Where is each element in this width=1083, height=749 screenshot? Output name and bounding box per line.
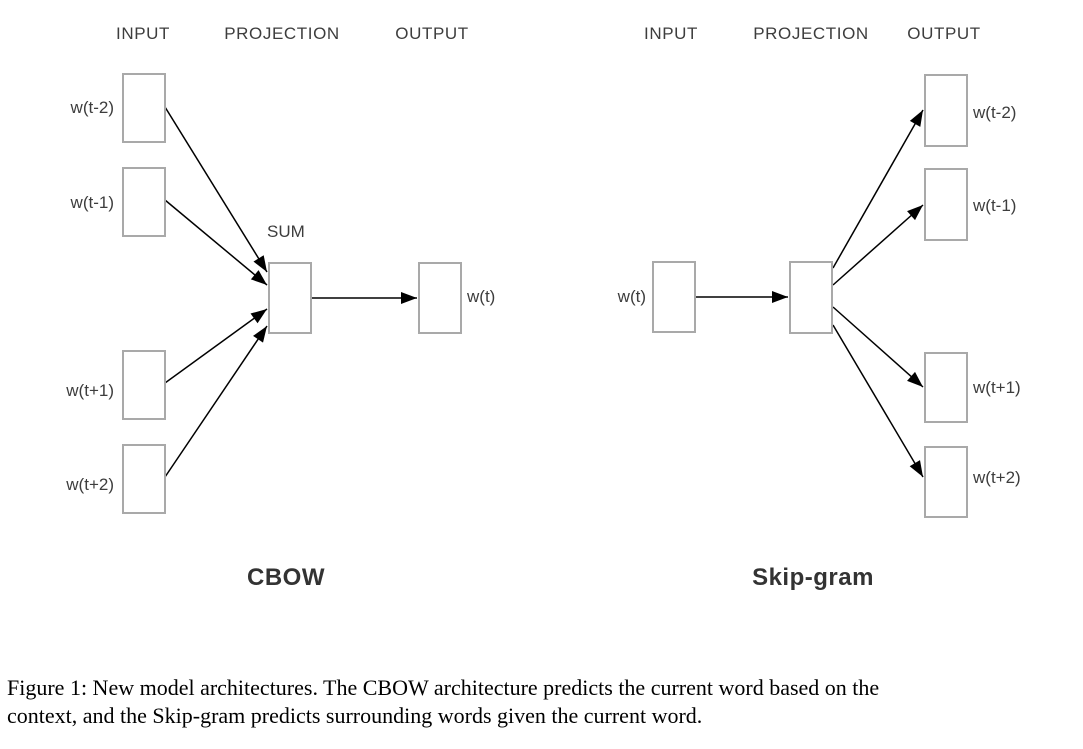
skipgram-output-box-wt-plus-2 (924, 446, 968, 518)
cbow-input-label-wt-minus-1: w(t-1) (70, 193, 114, 212)
cbow-input-label-wt-plus-1: w(t+1) (66, 381, 114, 400)
skipgram-input-box (652, 261, 696, 333)
cbow-input-box-wt-plus-2 (122, 444, 166, 514)
skipgram-output-label-wt-plus-2: w(t+2) (973, 468, 1021, 487)
cbow-input-label-wt-minus-2: w(t-2) (70, 98, 114, 117)
skipgram-header-output: OUTPUT (907, 24, 981, 43)
cbow-title: CBOW (247, 564, 325, 591)
skipgram-header-projection: PROJECTION (753, 24, 869, 43)
cbow-header-projection: PROJECTION (224, 24, 340, 43)
cbow-input-box-wt-minus-1 (122, 167, 166, 237)
skipgram-arrow-to-wt-plus-1 (832, 306, 924, 388)
skipgram-arrow-to-wt-plus-2 (832, 324, 924, 478)
cbow-input-label-wt-plus-2: w(t+2) (66, 475, 114, 494)
cbow-arrow-from-wt-minus-1 (164, 199, 268, 286)
figure-caption: Figure 1: New model architectures. The C… (7, 674, 1083, 730)
skipgram-output-box-wt-minus-1 (924, 168, 968, 241)
cbow-arrow-from-wt-plus-1 (164, 308, 268, 384)
skipgram-header-input: INPUT (644, 24, 698, 43)
cbow-arrow-from-wt-minus-2 (164, 106, 268, 273)
cbow-input-box-wt-plus-1 (122, 350, 166, 420)
cbow-input-box-wt-minus-2 (122, 73, 166, 143)
cbow-output-label-wt: w(t) (467, 287, 496, 306)
skipgram-output-box-wt-minus-2 (924, 74, 968, 147)
cbow-header-input: INPUT (116, 24, 170, 43)
skipgram-projection-box (789, 261, 833, 334)
cbow-output-box (418, 262, 462, 334)
skipgram-output-label-wt-minus-1: w(t-1) (973, 196, 1017, 215)
skipgram-output-label-wt-minus-2: w(t-2) (973, 103, 1017, 122)
cbow-header-output: OUTPUT (395, 24, 469, 43)
skipgram-arrow-to-wt-minus-1 (832, 204, 924, 286)
skipgram-arrow-to-wt-minus-2 (832, 109, 924, 269)
skipgram-title: Skip-gram (752, 564, 874, 591)
figure-caption-line-1: Figure 1: New model architectures. The C… (7, 675, 880, 700)
cbow-projection-box (268, 262, 312, 334)
cbow-arrow-from-wt-plus-2 (164, 325, 268, 478)
figure-caption-line-2: context, and the Skip-gram predicts surr… (7, 703, 703, 728)
skipgram-output-box-wt-plus-1 (924, 352, 968, 423)
cbow-sum-label: SUM (267, 222, 305, 241)
skipgram-input-label-wt: w(t) (617, 287, 646, 306)
skipgram-output-label-wt-plus-1: w(t+1) (973, 378, 1021, 397)
